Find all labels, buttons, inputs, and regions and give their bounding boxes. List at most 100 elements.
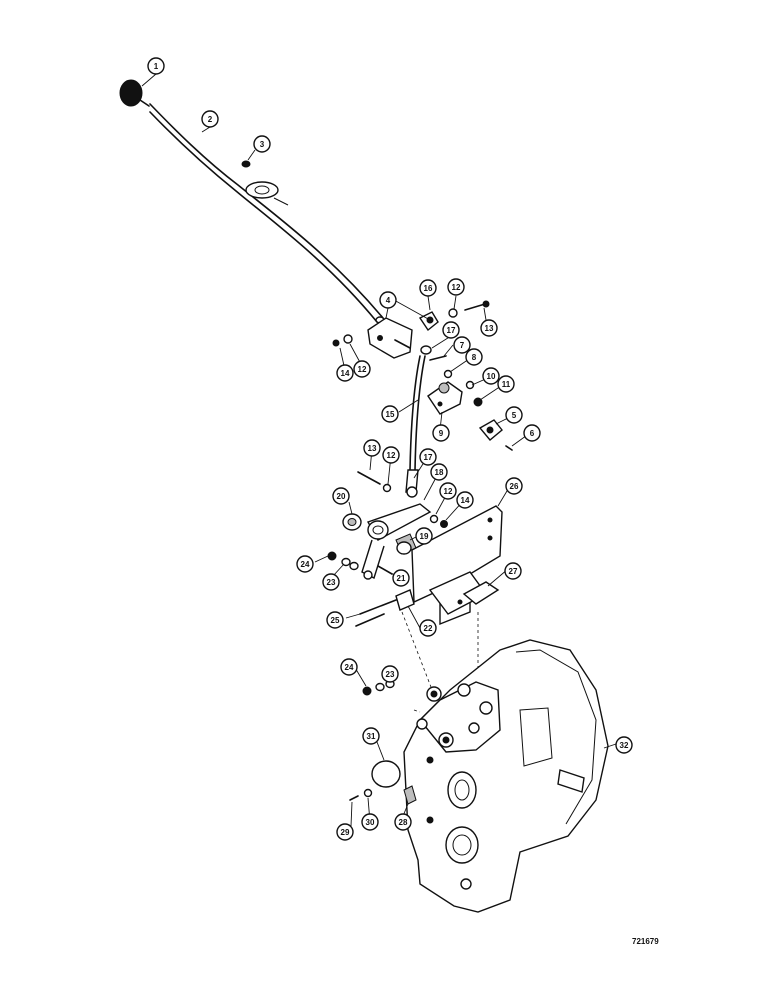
callout-circle [447, 278, 465, 296]
callout-label: 11 [502, 380, 511, 389]
callout-label: 5 [512, 411, 517, 420]
bolt-7 [429, 355, 453, 379]
nut-24-23-upper [327, 551, 359, 571]
callout-4: 4 [379, 291, 397, 309]
callout-21: 21 [392, 569, 410, 587]
callout-11: 11 [497, 375, 515, 393]
callout-circle [439, 482, 457, 500]
callout-label: 28 [399, 818, 408, 827]
nut-10-11 [465, 380, 483, 407]
callout-14: 14 [336, 364, 354, 382]
callout-17: 17 [419, 448, 437, 466]
callout-label: 25 [331, 616, 340, 625]
callout-circle [382, 446, 400, 464]
callout-circle [453, 336, 471, 354]
callout-circle [430, 463, 448, 481]
callout-circle [505, 406, 523, 424]
callout-31: 31 [362, 727, 380, 745]
callout-label: 12 [444, 487, 453, 496]
callout-19: 19 [415, 527, 433, 545]
callout-label: 14 [341, 369, 350, 378]
connecting-rod [405, 345, 432, 498]
callout-circle [336, 364, 354, 382]
callout-14: 14 [456, 491, 474, 509]
callout-label: 1 [154, 62, 159, 71]
callout-12: 12 [439, 482, 457, 500]
callout-29: 29 [336, 823, 354, 841]
callout-circle [497, 375, 515, 393]
callout-label: 14 [461, 496, 470, 505]
callout-circle [379, 291, 397, 309]
callout-circle [432, 424, 450, 442]
callout-26: 26 [505, 477, 523, 495]
callout-circle [326, 611, 344, 629]
pivot-block-9 [427, 381, 463, 415]
callout-circle [419, 448, 437, 466]
callout-circle [363, 439, 381, 457]
callout-label: 16 [424, 284, 433, 293]
callout-label: 21 [397, 574, 406, 583]
callout-17: 17 [442, 321, 460, 339]
transmission-housing-32 [403, 639, 609, 913]
callout-circle [147, 57, 165, 75]
callout-label: 19 [420, 532, 429, 541]
callout-circle [415, 527, 433, 545]
callout-label: 17 [447, 326, 456, 335]
callout-label: 13 [368, 444, 377, 453]
callout-circle [442, 321, 460, 339]
callout-18: 18 [430, 463, 448, 481]
callout-label: 3 [260, 140, 265, 149]
callout-label: 23 [386, 670, 395, 679]
callout-22: 22 [419, 619, 437, 637]
callout-circle [296, 555, 314, 573]
callout-15: 15 [381, 405, 399, 423]
bolt-29-30 [349, 788, 373, 801]
pin-3 [241, 160, 251, 168]
callout-label: 10 [487, 372, 496, 381]
callout-12: 12 [353, 360, 371, 378]
callout-23: 23 [322, 573, 340, 591]
callout-20: 20 [332, 487, 350, 505]
washer-20 [342, 513, 362, 531]
callout-13: 13 [363, 439, 381, 457]
callout-label: 18 [435, 468, 444, 477]
callout-label: 31 [367, 732, 376, 741]
callout-label: 22 [424, 624, 433, 633]
drawing-number: 721679 [632, 937, 659, 946]
callout-label: 12 [358, 365, 367, 374]
bracket-tab-27 [462, 581, 500, 605]
callout-circle [340, 658, 358, 676]
callout-label: 24 [345, 663, 354, 672]
callout-label: 23 [327, 578, 336, 587]
callout-circle [201, 110, 219, 128]
callout-9: 9 [432, 424, 450, 442]
bolt-13-lower [357, 471, 392, 493]
parts-drawing [119, 79, 609, 913]
callout-circle [465, 348, 483, 366]
callout-6: 6 [523, 424, 541, 442]
callout-circle [419, 279, 437, 297]
callout-10: 10 [482, 367, 500, 385]
callout-label: 20 [337, 492, 346, 501]
callout-2: 2 [201, 110, 219, 128]
callout-circle [482, 367, 500, 385]
callout-circle [381, 405, 399, 423]
callout-25: 25 [326, 611, 344, 629]
shift-knob [119, 79, 150, 107]
callout-32: 32 [615, 736, 633, 754]
callout-circle [480, 319, 498, 337]
callout-5: 5 [505, 406, 523, 424]
callout-8: 8 [465, 348, 483, 366]
callout-circle [523, 424, 541, 442]
callout-28: 28 [394, 813, 412, 831]
callout-circle [362, 727, 380, 745]
callout-circle [504, 562, 522, 580]
callout-circle [456, 491, 474, 509]
nut-12-14 [429, 514, 448, 528]
lever-bracket [332, 317, 413, 359]
callout-circle [392, 569, 410, 587]
callout-circle [353, 360, 371, 378]
callout-label: 24 [301, 560, 310, 569]
callout-circle [615, 736, 633, 754]
